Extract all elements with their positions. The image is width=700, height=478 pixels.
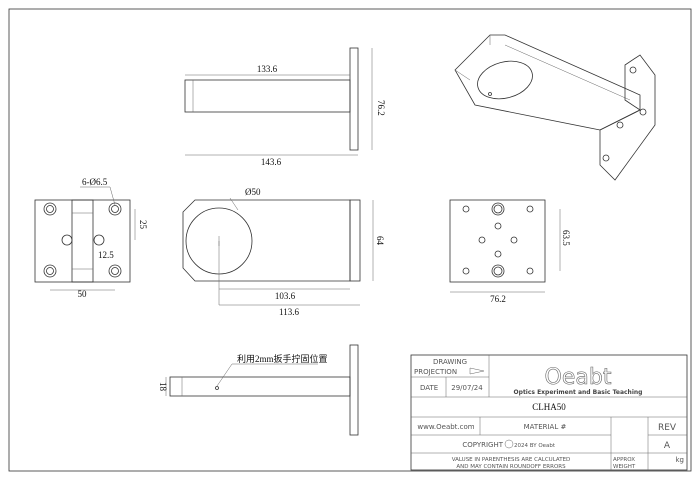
drawing-label: DRAWING [433,358,467,366]
dim-hole-pitch-h: 50 [78,289,88,299]
dim-bottom-thickness: 18 [158,382,168,392]
bottom-view: 利用2mm扳手拧固位置 18 [158,344,359,436]
dim-front-len2: 113.6 [279,307,299,317]
dim-hole-pitch-v: 25 [138,220,148,230]
rev-label: REV [658,423,677,433]
copyright-icon [504,439,514,449]
wrench-annotation: 利用2mm扳手拧固位置 [237,353,328,364]
copyright-year: 2024 BY Oeabt [514,443,556,449]
sheet-border [8,8,692,472]
isometric-view [454,34,656,181]
front-view: Ø50 64 103.6 113.6 [182,187,385,317]
rev-value: A [664,441,671,451]
dim-front-height: 64 [375,236,385,246]
logo: Oeabt [545,365,612,390]
dim-top-total: 143.6 [261,157,282,167]
title-block: DRAWING PROJECTION DATE 29/07/24 Oeabt O… [410,354,688,471]
dim-holes: 6-Ø6.5 [82,177,108,187]
weight-label: WEIGHT [613,464,636,470]
approx-label: APPROX [613,457,635,463]
top-view: 133.6 143.6 76.2 [184,47,386,167]
date-label: DATE [420,384,438,392]
dim-front-len1: 103.6 [275,291,296,301]
dim-hole-offset: 12.5 [98,250,114,260]
note-line-2: AND MAY CONTAIN ROUNDOFF ERRORS [456,464,566,470]
dim-top-length: 133.6 [257,64,278,74]
date-value: 29/07/24 [451,384,483,392]
copyright-label: COPYRIGHT [462,441,503,449]
left-view: 6-Ø6.5 25 12.5 50 [34,177,148,299]
note-line-1: VALUSE IN PARENTHESIS ARE CALCULATED [452,457,571,463]
projection-label: PROJECTION [414,368,457,376]
material-label: MATERIAL # [524,423,567,431]
dim-bore: Ø50 [245,187,261,197]
part-number: CLHA50 [532,402,566,412]
dim-top-height: 76.2 [376,100,386,116]
projection-symbol-icon [469,367,485,375]
dim-right-width: 76.2 [490,294,506,304]
website: www.Oeabt.com [417,423,474,431]
right-view: 63.5 76.2 [449,199,571,304]
logo-tagline: Optics Experiment and Basic Teaching [514,389,643,396]
dim-right-height: 63.5 [561,230,571,246]
weight-unit: kg [676,456,685,464]
